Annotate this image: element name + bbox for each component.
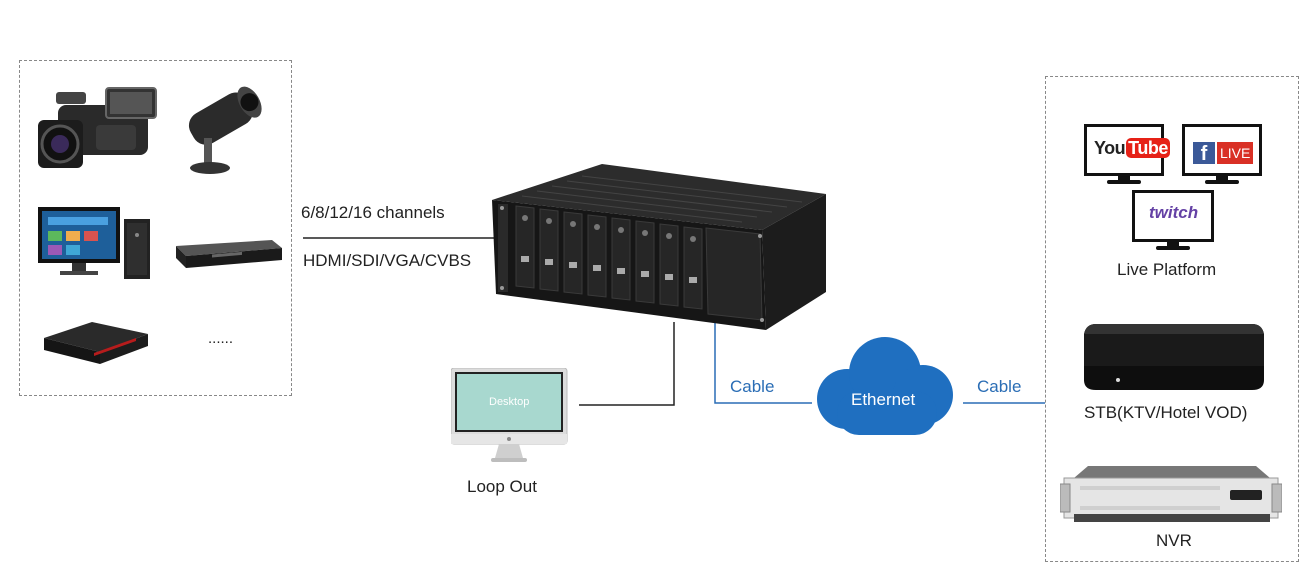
facebook-logo: f — [1193, 142, 1215, 165]
stb-label: STB(KTV/Hotel VOD) — [1084, 403, 1248, 422]
youtube-you-text: You — [1094, 138, 1126, 158]
facebook-monitor-stand — [1216, 176, 1228, 180]
more-sources-text: ...... — [208, 330, 234, 347]
camcorder-icon — [38, 87, 157, 168]
youtube-monitor-stand — [1118, 176, 1130, 180]
facebook-monitor-base — [1205, 180, 1239, 184]
interfaces-label: HDMI/SDI/VGA/CVBS — [303, 251, 472, 270]
youtube-tube-text: Tube — [1126, 138, 1170, 158]
twitch-monitor-base — [1156, 246, 1190, 250]
nvr-label: NVR — [1156, 531, 1192, 550]
twitch-monitor: twitch — [1132, 190, 1214, 242]
ethernet-cloud-icon — [817, 337, 953, 435]
loop-out-monitor-icon — [451, 368, 568, 462]
cable-right-label: Cable — [977, 377, 1022, 396]
input-sources-box — [19, 60, 292, 396]
youtube-monitor-base — [1107, 180, 1141, 184]
security-camera-icon — [188, 86, 262, 174]
desktop-pc-icon — [38, 207, 150, 279]
cable-left-label: Cable — [730, 377, 775, 396]
nvr-icon — [1060, 466, 1282, 522]
stb-icon — [1084, 324, 1264, 390]
output-destinations-box — [1045, 76, 1299, 562]
live-platform-label: Live Platform — [1117, 260, 1217, 279]
facebook-live-monitor: f LIVE — [1182, 124, 1262, 176]
dvd-player-icon — [176, 240, 282, 268]
loop-out-label: Loop Out — [467, 477, 537, 496]
encoder-chassis — [492, 164, 826, 330]
twitch-monitor-stand — [1167, 242, 1179, 246]
channels-label: 6/8/12/16 channels — [301, 203, 445, 222]
android-box-icon — [44, 322, 148, 364]
ethernet-label: Ethernet — [851, 390, 916, 409]
facebook-live-badge: LIVE — [1217, 142, 1254, 164]
twitch-logo: twitch — [1149, 203, 1199, 222]
monitor-screen-text: Desktop — [489, 396, 530, 408]
